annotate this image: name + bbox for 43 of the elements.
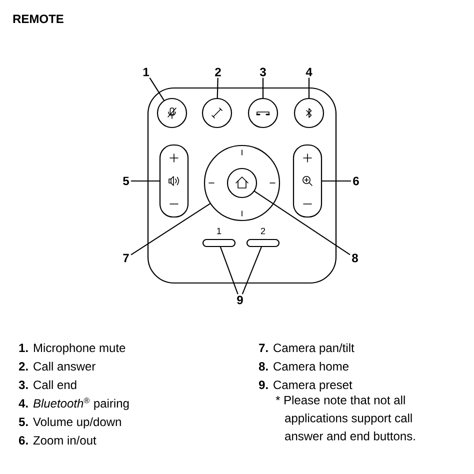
leader-line [254, 190, 350, 255]
volume-rocker [159, 144, 189, 218]
home-button [226, 168, 258, 198]
callout-number: 9 [237, 296, 243, 304]
callout-number: 4 [306, 68, 312, 76]
leader-line [130, 180, 160, 182]
leader-line [308, 78, 310, 98]
button-label: 2 [260, 228, 266, 234]
zoom-rocker [292, 144, 322, 218]
leader-line [220, 246, 238, 294]
leader-line [130, 203, 211, 256]
preset-button [202, 238, 236, 248]
remote-body [147, 87, 337, 284]
callout-number: 1 [143, 68, 149, 76]
leader-line [322, 180, 352, 182]
list-item: 6. Zoom in/out [19, 436, 96, 445]
list-item: 4. Bluetooth$^{®}$ pairing [18, 398, 129, 410]
round-button [294, 98, 324, 128]
round-button [202, 98, 232, 128]
leader-line [216, 78, 218, 98]
preset-button [246, 238, 280, 248]
list-item: 2. Call answer [18, 362, 96, 371]
button-label: 1 [217, 228, 222, 234]
leader-line [149, 78, 164, 101]
leader-line [262, 78, 264, 98]
list-item: 9. Camera preset [258, 380, 352, 392]
callout-number: 2 [215, 68, 221, 76]
callout-number: 3 [260, 68, 266, 76]
callout-number: 5 [123, 176, 129, 186]
direction-ring [204, 144, 280, 222]
list-item: 3. Call end [18, 380, 76, 390]
callout-number: 6 [353, 176, 359, 186]
list-item: 1. Microphone mute [19, 343, 126, 354]
round-button [156, 98, 188, 128]
leader-line [242, 246, 262, 294]
round-button [248, 98, 278, 128]
list-item: 8. Camera home [258, 362, 348, 371]
note: * Please note that not all applications support call answer and end buttons. [276, 396, 415, 440]
heading: REMOTE [13, 14, 64, 24]
callout-number: 7 [123, 254, 129, 262]
list-item: 7. Camera pan/tilt [259, 343, 354, 354]
list-item: 5. Volume up/down [18, 417, 121, 428]
callout-number: 8 [352, 254, 358, 262]
